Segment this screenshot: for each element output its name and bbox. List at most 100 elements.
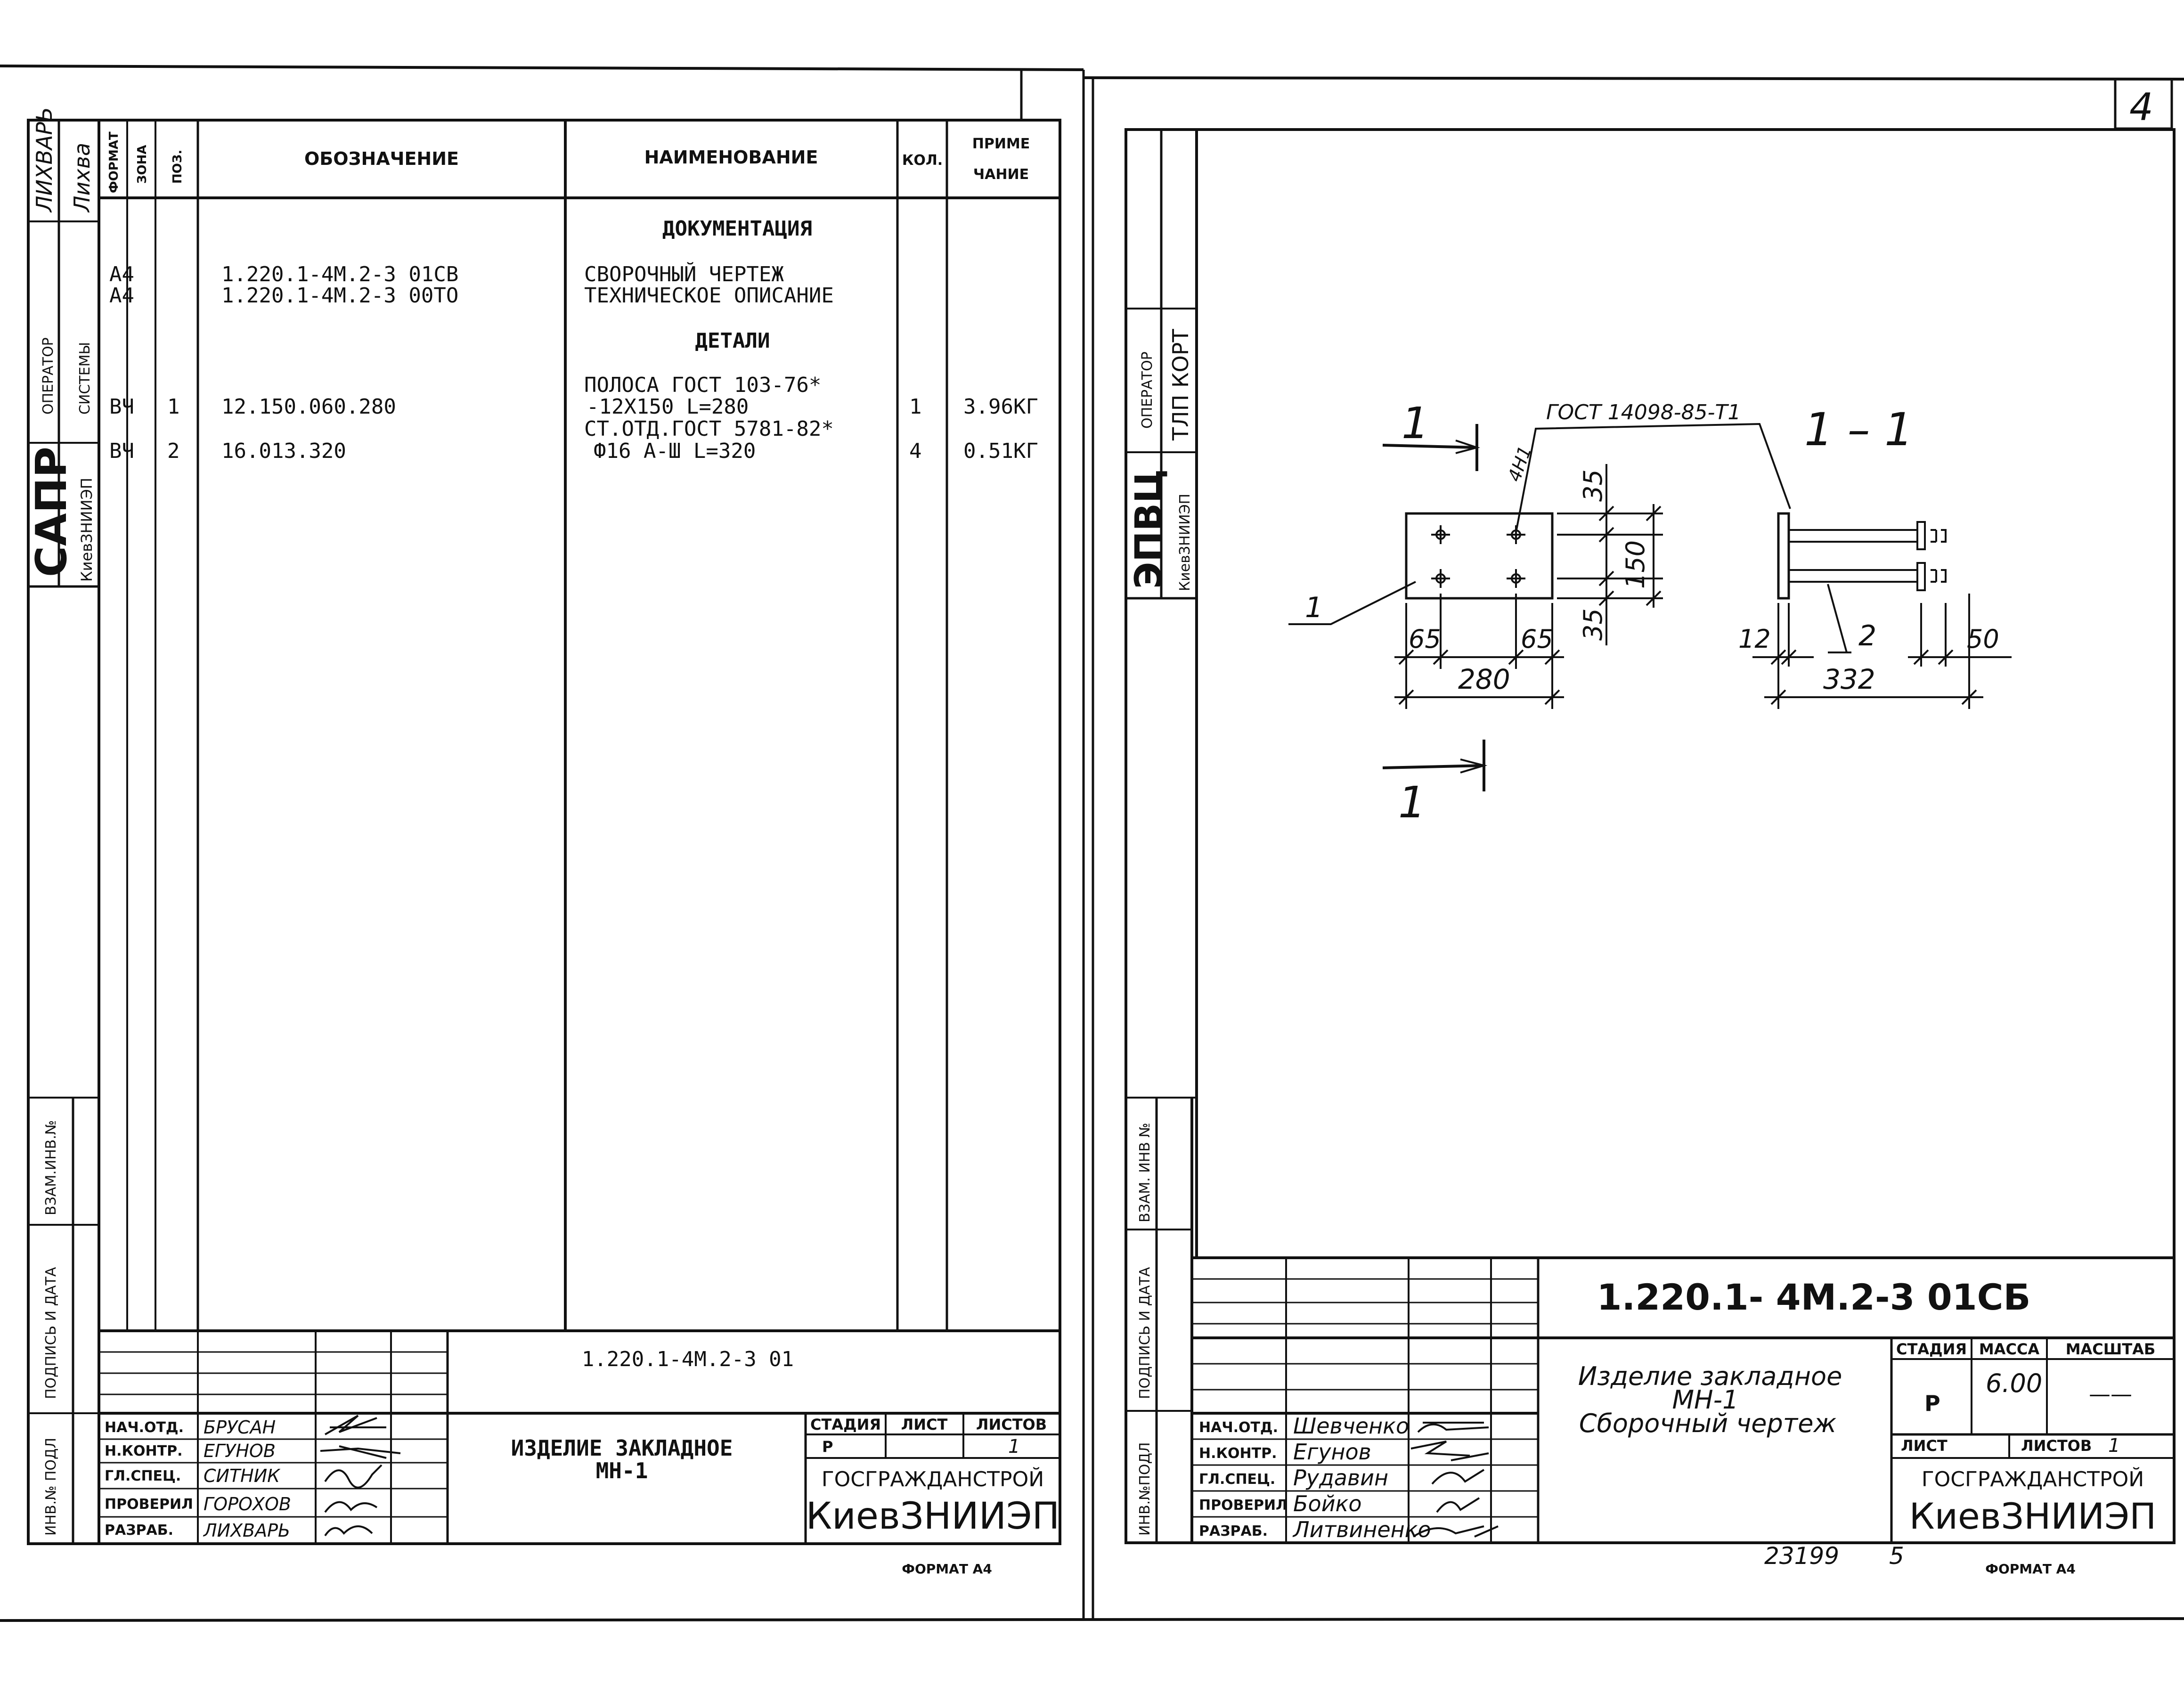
row3-note: 3.96КГ <box>963 395 1038 419</box>
row4-qty: 4 <box>909 439 922 463</box>
right-role-4: РАЗРАБ. <box>1199 1523 1268 1539</box>
header-format: ФОРМАТ <box>107 131 121 193</box>
side-inv-label: ИНВ.№ ПОДЛ <box>43 1438 59 1536</box>
row2-format: А4 <box>109 284 134 308</box>
left-role-2: ГЛ.СПЕЦ. <box>105 1468 181 1484</box>
leader-part-2-label: 2 <box>1858 619 1876 652</box>
right-sheet-label: ЛИСТ <box>1901 1437 1948 1455</box>
right-scale-label: МАСШТАБ <box>2066 1340 2156 1358</box>
side-operator-label: ОПЕРАТОР <box>40 337 57 415</box>
section-dimensions <box>1752 594 2012 709</box>
plate-front-view <box>1405 512 1554 600</box>
left-doc-code: 1.220.1-4М.2-3 01 <box>582 1347 794 1371</box>
anchor-hole-marks <box>1431 525 1525 588</box>
weld-spec: ГОСТ 14098-85-Т1 <box>1546 400 1741 424</box>
right-title-line2: МН-1 <box>1672 1385 1738 1415</box>
left-title-line1: ИЗДЕЛИЕ ЗАКЛАДНОЕ <box>511 1435 733 1461</box>
right-mass-value: 6.00 <box>1986 1368 2042 1398</box>
side-podpis-label: ПОДПИСЬ И ДАТА <box>43 1267 59 1399</box>
right-name-2: Рудавин <box>1293 1465 1388 1490</box>
left-sheet-label: ЛИСТ <box>901 1416 948 1433</box>
left-role-1: Н.КОНТР. <box>105 1443 182 1459</box>
sheet-number: 4 <box>2129 85 2153 129</box>
plate-horizontal-dimensions <box>1394 594 1564 709</box>
archive-number: 23199 <box>1764 1542 1839 1570</box>
right-doc-code: 1.220.1- 4М.2-3 01СБ <box>1597 1276 2031 1318</box>
row4-name-line1: СТ.ОТД.ГОСТ 5781-82* <box>584 417 834 441</box>
right-title-line1: Изделие закладное <box>1578 1361 1842 1391</box>
left-signature-scribble-1 <box>320 1445 401 1459</box>
left-role-0: НАЧ.ОТД. <box>105 1419 184 1436</box>
right-role-0: НАЧ.ОТД. <box>1199 1419 1278 1436</box>
left-org-name: ГОСГРАЖДАНСТРОЙ <box>822 1466 1044 1491</box>
row4-name-line2: Ф16 А-Ш L=320 <box>594 439 756 463</box>
right-side-inv-label: ИНВ.№ПОДЛ <box>1137 1442 1153 1536</box>
header-qty: КОЛ. <box>902 152 943 169</box>
row4-format: ВЧ <box>109 439 134 463</box>
leader-part-1-label: 1 <box>1305 591 1323 624</box>
left-sheet: ЛИХВАРЬ Лихва ОПЕРАТОР СИСТЕМЫ САПР Киев… <box>0 65 2184 1622</box>
row3-name-line2: -12Х150 L=280 <box>587 395 749 419</box>
right-side-institute-label: КиевЗНИИЭП <box>1177 494 1193 591</box>
header-pos: ПОЗ. <box>171 150 185 184</box>
right-scale-value: —— <box>2089 1381 2132 1407</box>
dim-35-bottom: 35 <box>1578 608 1608 641</box>
row2-name: ТЕХНИЧЕСКОЕ ОПИСАНИЕ <box>584 284 834 308</box>
right-name-0: Шевченко <box>1293 1413 1409 1439</box>
right-side-vzam-label: ВЗАМ. ИНВ № <box>1137 1123 1153 1222</box>
row1-name: СВОРОЧНЫЙ ЧЕРТЕЖ <box>584 261 784 286</box>
row4-designation: 16.013.320 <box>221 439 346 463</box>
header-note-line1: ПРИМЕ <box>972 136 1030 152</box>
right-title-line3: Сборочный чертеж <box>1579 1409 1837 1438</box>
right-signature-scribble-4 <box>1412 1525 1499 1538</box>
side-signature: Лихва <box>69 143 95 213</box>
epvc-logo: ЭПВЦ <box>1128 469 1170 589</box>
header-name: НАИМЕНОВАНИЕ <box>644 147 818 168</box>
dim-35-top: 35 <box>1578 469 1608 502</box>
section-documentation: ДОКУМЕНТАЦИЯ <box>662 217 812 241</box>
left-format-label: ФОРМАТ А4 <box>902 1561 992 1577</box>
left-sheets-label: ЛИСТОВ <box>976 1416 1047 1433</box>
left-signature-scribble-4 <box>324 1525 373 1537</box>
left-sheets-value: 1 <box>1008 1436 1020 1458</box>
dim-12: 12 <box>1738 624 1771 654</box>
right-sheets-label: ЛИСТОВ <box>2021 1437 2092 1455</box>
right-sheet: 4 ОПЕРАТОР ТЛП КОРТ ЭПВЦ КиевЗНИИЭП ВЗАМ… <box>1083 76 2184 1621</box>
row3-format: ВЧ <box>109 395 134 419</box>
right-name-4: Литвиненко <box>1292 1517 1431 1542</box>
right-role-3: ПРОВЕРИЛ <box>1199 1497 1288 1514</box>
left-name-3: ГОРОХОВ <box>204 1494 291 1515</box>
right-role-1: Н.КОНТР. <box>1199 1445 1277 1462</box>
leader-part-1 <box>1288 581 1416 625</box>
dim-150: 150 <box>1621 540 1650 589</box>
row4-note: 0.51КГ <box>963 439 1038 463</box>
dim-332: 332 <box>1823 663 1875 695</box>
dim-280: 280 <box>1458 663 1510 695</box>
row1-designation: 1.220.1-4М.2-3 01СВ <box>221 262 458 286</box>
right-role-2: ГЛ.СПЕЦ. <box>1199 1471 1275 1488</box>
row2-designation: 1.220.1-4М.2-3 00ТО <box>221 284 458 308</box>
left-title-line2: МН-1 <box>596 1458 648 1483</box>
side-signature-name: ЛИХВАРЬ <box>32 107 57 213</box>
section-view <box>1777 512 1947 600</box>
right-name-3: Бойко <box>1293 1491 1362 1516</box>
left-name-1: ЕГУНОВ <box>204 1441 276 1461</box>
left-name-2: СИТНИК <box>204 1466 281 1486</box>
right-format-label: ФОРМАТ А4 <box>1985 1561 2076 1577</box>
right-side-operator-label: ОПЕРАТОР <box>1139 351 1156 429</box>
left-signature-scribble-2 <box>324 1464 383 1489</box>
plate-vertical-dimensions <box>1557 464 1663 645</box>
right-name-1: Егунов <box>1293 1439 1371 1465</box>
row3-qty: 1 <box>909 395 922 419</box>
right-side-podpis-label: ПОДПИСЬ И ДАТА <box>1137 1267 1153 1399</box>
right-signature-scribble-1 <box>1410 1441 1489 1461</box>
left-signatories: НАЧ.ОТД. Н.КОНТР. ГЛ.СПЕЦ. ПРОВЕРИЛ РАЗР… <box>105 1415 401 1541</box>
left-org-institute: КиевЗНИИЭП <box>806 1495 1060 1538</box>
right-org-institute: КиевЗНИИЭП <box>1909 1495 2157 1537</box>
header-designation: ОБОЗНАЧЕНИЕ <box>304 148 459 169</box>
row1-format: А4 <box>109 262 134 286</box>
right-signature-scribble-0 <box>1417 1422 1489 1433</box>
left-signature-scribble-3 <box>324 1501 378 1513</box>
row4-pos: 2 <box>167 439 180 463</box>
section-cut-top <box>1382 424 1478 471</box>
